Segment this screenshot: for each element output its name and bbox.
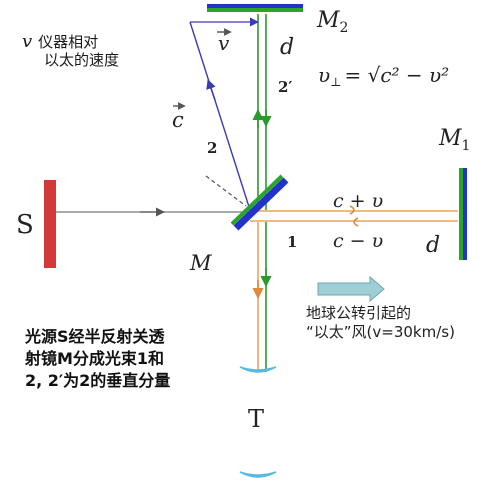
ether-wind-note: 地球公转引起的 “以太”风(v=30km/s) (306, 304, 455, 342)
beam-2-prime-label: 2′ (278, 78, 292, 96)
mirror-2-green (207, 8, 303, 12)
instrument-velocity-note: v 仪器相对 以太的速度 (22, 31, 120, 70)
arm-d-right-label: d (426, 233, 440, 258)
beam-2-label: 2 (207, 139, 217, 157)
c-plus-v-label: c + υ (333, 190, 383, 212)
half-mirror-blue (233, 177, 289, 231)
source-description-note: 光源S经半反射关透 射镜M分成光束1和 2, 2′为2的垂直分量 (25, 326, 170, 392)
source-description-line-3: 2, 2′为2的垂直分量 (25, 371, 171, 390)
mirror-1-blue (463, 168, 467, 260)
source-label: S (16, 210, 34, 240)
instrument-velocity-line-1: 仪器相对 (38, 33, 99, 51)
mirror-1-label: M1 (438, 126, 470, 154)
telescope-lens-top (239, 366, 277, 373)
half-mirror-green (230, 174, 284, 226)
half-mirror-label: M (189, 251, 212, 275)
formula-rhs: = √c² − υ² (344, 63, 449, 87)
light-source (44, 180, 56, 268)
v-vector-label: v (218, 31, 230, 55)
ether-wind-arrow (317, 275, 385, 303)
c-vector-label: c (172, 108, 184, 132)
instrument-velocity-line-2: 以太的速度 (44, 51, 120, 69)
v-symbol: v (22, 31, 33, 52)
telescope-lens-bottom (239, 471, 277, 478)
return-arrow-symbol (349, 205, 359, 227)
formula-subscript: ⊥ (330, 75, 341, 89)
mirror-2-blue (207, 4, 303, 8)
source-description-line-1: 光源S经半反射关透 (25, 327, 165, 346)
perpendicular-velocity-formula: υ⊥= √c² − υ² (318, 63, 449, 89)
ether-wind-line-2: “以太”风(v=30km/s) (306, 323, 455, 341)
mirror-1-green (459, 168, 463, 260)
mirror-2-subscript: 2 (340, 20, 349, 36)
beam-1-label: 1 (287, 233, 297, 251)
mirror-2-label: M2 (316, 8, 348, 36)
c-minus-v-label: c − υ (333, 230, 383, 252)
mirror-1-subscript: 1 (462, 138, 471, 154)
source-description-line-2: 射镜M分成光束1和 (25, 349, 165, 368)
arm-d-top-label: d (280, 35, 294, 60)
ether-wind-line-1: 地球公转引起的 (306, 304, 412, 322)
telescope-label: T (248, 405, 264, 433)
dashed-reference (205, 175, 247, 207)
c-vector-arrow (206, 79, 216, 101)
c-vector-line (189, 21, 251, 211)
